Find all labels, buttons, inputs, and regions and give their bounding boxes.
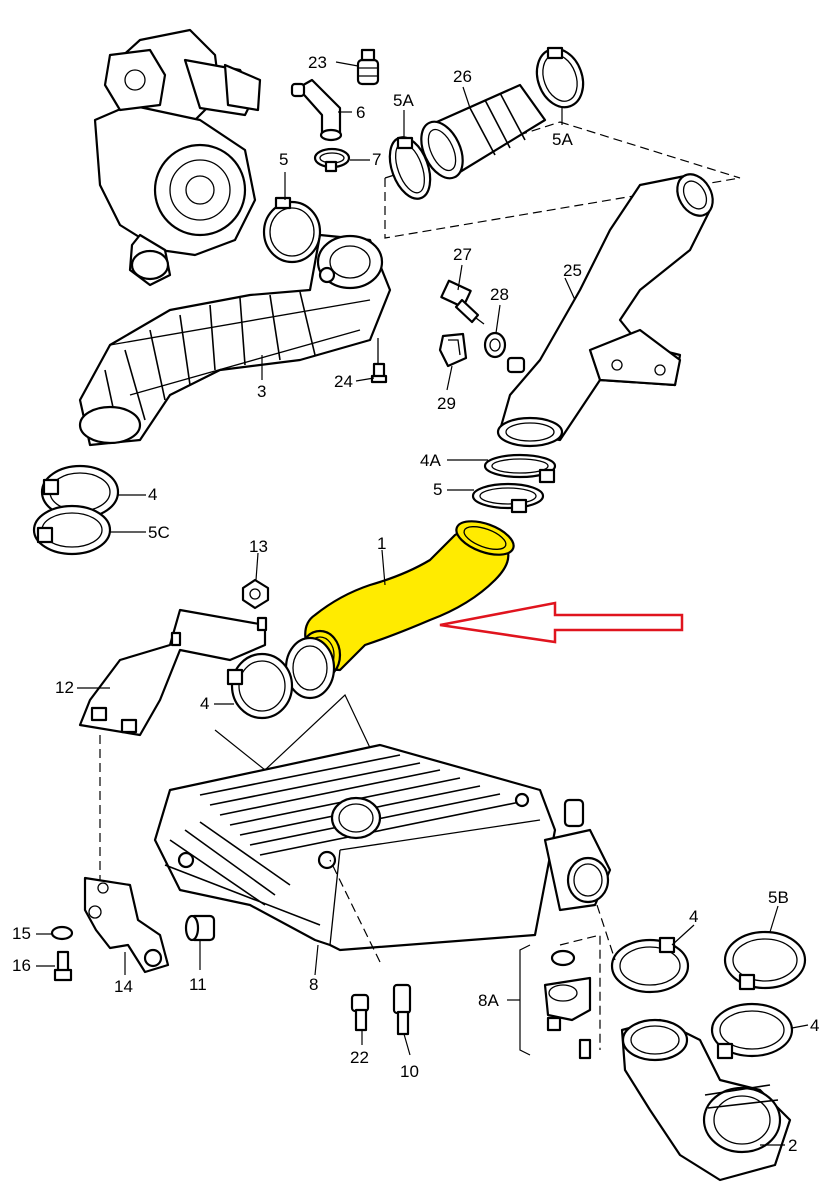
clamp-4-right-lower — [710, 1002, 794, 1060]
bracket-12 — [78, 608, 268, 737]
bolt-16 — [53, 950, 73, 982]
clamp-4-mid — [226, 652, 294, 720]
charge-air-pipe-25 — [496, 173, 714, 448]
clamp-7 — [313, 147, 351, 173]
callout-1: 1 — [377, 534, 386, 553]
plug-23 — [356, 48, 380, 86]
clamp-5C — [32, 504, 112, 556]
turbocharger — [93, 28, 262, 287]
hose-1-end-upper — [455, 520, 515, 556]
hose-1-end-upper-inner — [463, 526, 507, 550]
callout-4-left: 4 — [148, 485, 157, 504]
callout-12: 12 — [55, 678, 74, 697]
grommet-11 — [184, 914, 216, 942]
callout-28: 28 — [490, 285, 509, 304]
callout-13: 13 — [249, 537, 268, 556]
sensor-27 — [440, 279, 485, 325]
leader-lines — [36, 61, 809, 1146]
callout-4-right-lower: 4 — [810, 1016, 819, 1035]
callout-5-mid: 5 — [433, 480, 442, 499]
pipe-connector — [284, 636, 336, 700]
callout-5B: 5B — [768, 888, 789, 907]
callout-3: 3 — [257, 382, 266, 401]
clamp-5-upper — [262, 196, 322, 264]
clamp-4-right-upper — [610, 936, 690, 994]
dash-line-outlet — [596, 904, 616, 961]
callout-4-mid: 4 — [200, 694, 209, 713]
callout-4-right-upper: 4 — [689, 907, 698, 926]
callout-16: 16 — [12, 956, 31, 975]
callout-25: 25 — [563, 261, 582, 280]
callout-5A-right: 5A — [552, 130, 573, 149]
clamp-4A — [483, 453, 557, 484]
clamp-5A-right — [535, 46, 585, 109]
callout-2: 2 — [788, 1136, 797, 1155]
callout-27: 27 — [453, 245, 472, 264]
sensor-22 — [350, 993, 370, 1032]
seal-ring-28 — [483, 331, 507, 359]
group-bracket-8A — [519, 944, 531, 1056]
callout-8: 8 — [309, 975, 318, 994]
bolt-24 — [370, 338, 388, 384]
callout-labels: 23 26 6 5A 5A 7 5 27 28 25 3 24 29 4A 4 … — [12, 53, 819, 1155]
callout-5A-top: 5A — [393, 91, 414, 110]
hose-2 — [620, 1018, 792, 1182]
highlighted-hose-1 — [298, 520, 515, 681]
red-pointer-arrow — [439, 601, 684, 644]
callout-5C: 5C — [148, 523, 170, 542]
sensor-10 — [392, 983, 412, 1036]
intercooler-8 — [153, 743, 612, 952]
retaining-clip-29 — [438, 332, 468, 368]
callout-8A: 8A — [478, 991, 499, 1010]
callout-23: 23 — [308, 53, 327, 72]
nut-13 — [241, 578, 270, 610]
callout-22: 22 — [350, 1048, 369, 1067]
mount-bracket-14 — [83, 876, 170, 974]
callout-14: 14 — [114, 977, 133, 996]
callout-6: 6 — [356, 103, 365, 122]
callout-10: 10 — [400, 1062, 419, 1081]
group-bracket-mid — [214, 693, 391, 791]
callout-7: 7 — [372, 150, 381, 169]
hose-26 — [420, 83, 547, 180]
clamp-5B — [723, 930, 807, 991]
callout-15: 15 — [12, 924, 31, 943]
callout-29: 29 — [437, 394, 456, 413]
callout-24: 24 — [334, 372, 353, 391]
callout-5-upper: 5 — [279, 150, 288, 169]
clamp-5-mid — [471, 482, 545, 514]
washer-15 — [50, 925, 74, 941]
dash-line-8A — [559, 934, 601, 1050]
callout-4A: 4A — [420, 451, 441, 470]
flange-8A — [543, 949, 592, 1060]
callout-26: 26 — [453, 67, 472, 86]
callout-11: 11 — [189, 975, 207, 994]
hose-1-body — [304, 530, 510, 672]
elbow-connector-6 — [290, 78, 343, 142]
corrugated-hose-3 — [78, 233, 392, 447]
dash-line-10 — [329, 859, 381, 963]
